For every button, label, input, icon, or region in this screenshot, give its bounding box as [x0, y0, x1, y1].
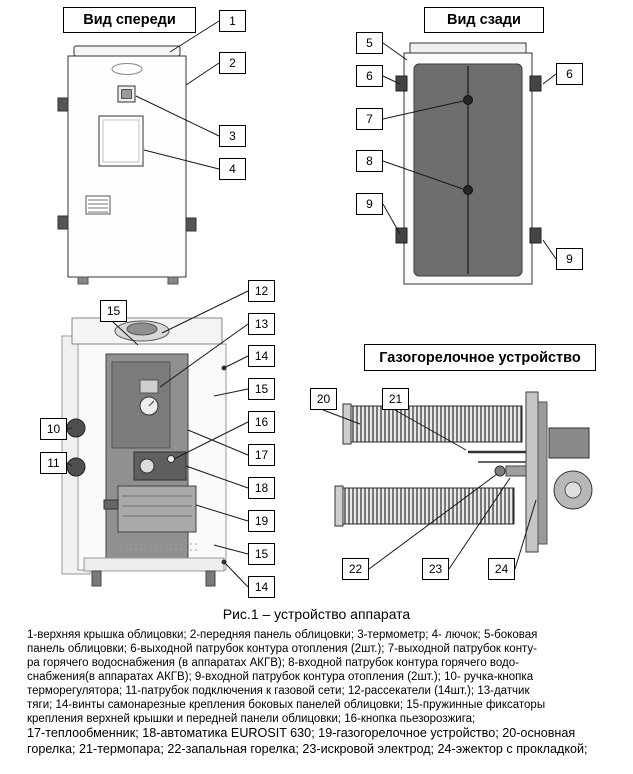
- draft-sensor: [139, 379, 159, 394]
- legend-line: 1-верхняя крышка облицовки; 2-передняя п…: [27, 629, 538, 641]
- heating-inlet-pipe: [395, 227, 408, 244]
- callout-8: 8: [356, 150, 383, 172]
- heating-outlet-pipe: [529, 75, 542, 92]
- callout-15c: 15: [248, 543, 275, 565]
- figure-caption: Рис.1 – устройство аппарата: [222, 606, 411, 622]
- leader-lines: [66, 20, 557, 588]
- callout-9b: 9: [556, 248, 583, 270]
- main-burner-tube: [349, 405, 523, 443]
- legend-line: ра горячего водоснабжения (в аппаратах А…: [27, 657, 519, 669]
- main-burner-tube: [341, 487, 515, 525]
- legend-line: 17-теплообменник; 18-автоматика EUROSIT …: [27, 726, 576, 740]
- leg: [77, 276, 89, 285]
- front-view-label: Вид спереди: [63, 7, 196, 33]
- legend-line: крепления верхней крышки и передней пане…: [27, 713, 476, 725]
- side-pipe-stub: [185, 217, 197, 232]
- legend-line: терморегулятора; 11-патрубок подключения…: [27, 685, 530, 697]
- callout-15b: 15: [248, 378, 275, 400]
- heating-inlet-pipe: [529, 227, 542, 244]
- thermostat-knob: [139, 458, 155, 474]
- brand-logo: [111, 63, 143, 75]
- piezo-button: [167, 455, 175, 463]
- callout-15a: 15: [100, 300, 127, 322]
- leg: [205, 570, 216, 587]
- dhw-inlet-pipe: [463, 185, 473, 195]
- rear-view-label: Вид сзади: [424, 7, 544, 33]
- callout-4: 4: [219, 158, 246, 180]
- rear-view-drawing: [395, 42, 542, 285]
- callout-22: 22: [342, 558, 369, 580]
- callout-21: 21: [382, 388, 409, 410]
- callout-10: 10: [40, 418, 67, 440]
- callout-9: 9: [356, 193, 383, 215]
- leg: [91, 570, 102, 587]
- callout-17: 17: [248, 444, 275, 466]
- callout-6b: 6: [556, 63, 583, 85]
- side-pipe-stub: [57, 97, 69, 112]
- burner-unit-label: Газогорелочное устройство: [364, 344, 596, 371]
- pilot-burner: [494, 465, 506, 477]
- front-view-drawing: [57, 45, 197, 285]
- gas-inlet-pipe: [103, 499, 119, 510]
- leg: [167, 276, 179, 285]
- callout-24: 24: [488, 558, 515, 580]
- callout-14b: 14: [248, 576, 275, 598]
- top-cover: [73, 45, 181, 57]
- callout-7: 7: [356, 108, 383, 130]
- callout-3: 3: [219, 125, 246, 147]
- callout-20: 20: [310, 388, 337, 410]
- callout-11: 11: [40, 452, 67, 474]
- cutaway-view-drawing: [61, 317, 227, 587]
- callout-6: 6: [356, 65, 383, 87]
- callout-19: 19: [248, 510, 275, 532]
- callout-14: 14: [248, 345, 275, 367]
- thermostat-knob-hole: [66, 418, 86, 438]
- gas-manifold-box: [548, 427, 590, 459]
- ejector: [505, 465, 527, 477]
- callout-12: 12: [248, 280, 275, 302]
- callout-5: 5: [356, 32, 383, 54]
- vent-grille: [85, 195, 111, 215]
- top-cover: [409, 42, 527, 54]
- callout-2: 2: [219, 52, 246, 74]
- callout-16: 16: [248, 411, 275, 433]
- legend-line: снабжения(в аппаратах АКГВ); 9-входной п…: [27, 671, 534, 683]
- side-pipe-stub: [57, 215, 69, 230]
- hatch-door: [98, 115, 144, 167]
- legend-line: горелка; 21-термопара; 22-запальная горе…: [27, 741, 588, 756]
- burner-unit-drawing: [334, 391, 593, 553]
- callout-18: 18: [248, 477, 275, 499]
- callout-13: 13: [248, 313, 275, 335]
- dhw-outlet-pipe: [463, 95, 473, 105]
- callout-1: 1: [219, 10, 246, 32]
- heating-outlet-pipe: [395, 75, 408, 92]
- gas-pipe-hole: [66, 457, 86, 477]
- legend-line: панель облицовки; 6-выходной патрубок ко…: [27, 643, 538, 655]
- parts-legend: 1-верхняя крышка облицовки; 2-передняя п…: [27, 628, 612, 757]
- burner-assembly: [117, 485, 197, 533]
- base: [83, 557, 225, 572]
- legend-line: тяги; 14-винты самонарезные крепления бо…: [27, 699, 546, 711]
- callout-23: 23: [422, 558, 449, 580]
